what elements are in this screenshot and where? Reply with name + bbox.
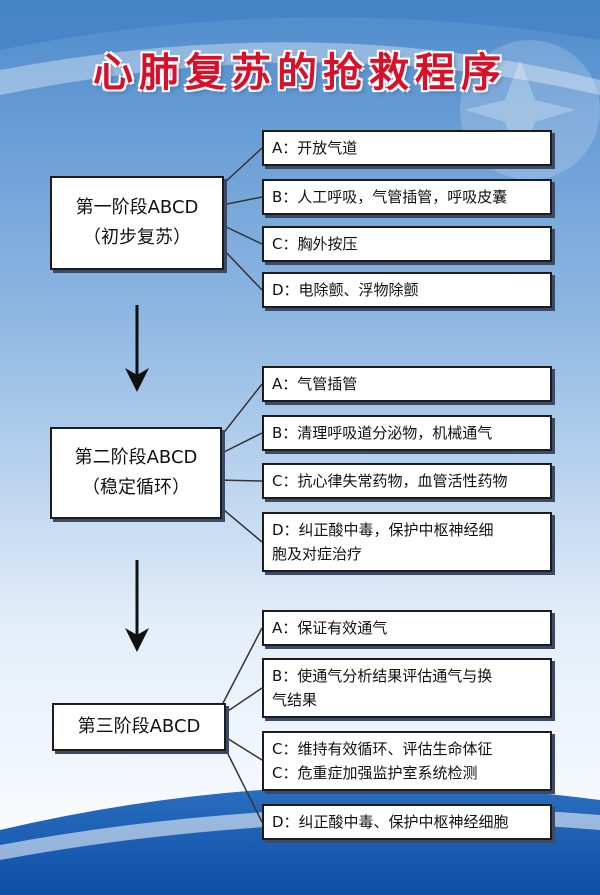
stage-3-name: 第三阶段ABCD (77, 716, 201, 737)
step-text: A：开放气道 (272, 139, 358, 157)
stage-2-subtitle: （稳定循环） (82, 477, 190, 498)
step-text: B：使通气分析结果评估通气与换 (272, 667, 493, 685)
step-text: D：电除颤、浮物除颤 (272, 281, 419, 299)
stage-2-name: 第二阶段ABCD (74, 447, 198, 468)
step-text: D：纠正酸中毒、保护中枢神经细胞 (272, 813, 509, 831)
stage-2-step-a: A：气管插管 (262, 366, 552, 402)
stage-3-step-b: B：使通气分析结果评估通气与换 气结果 (262, 658, 552, 718)
page-title: 心肺复苏的抢救程序 (93, 50, 507, 96)
stage-3-step-c: C：维持有效循环、评估生命体征 C：危重症加强监护室系统检测 (262, 731, 552, 791)
stage-1-subtitle: （初步复苏） (83, 227, 191, 248)
step-text: C：胸外按压 (272, 235, 358, 253)
stage-3-box: 第三阶段ABCD (52, 703, 226, 751)
stage-1-step-c: C：胸外按压 (262, 226, 552, 262)
stage-2-step-b: B：清理呼吸道分泌物，机械通气 (262, 415, 552, 451)
stage-1-step-a: A：开放气道 (262, 130, 552, 166)
step-text: 胞及对症治疗 (272, 545, 363, 563)
stage-3-step-a: A：保证有效通气 (262, 610, 552, 646)
stage-2-step-c: C：抗心律失常药物，血管活性药物 (262, 463, 552, 499)
step-text: C：危重症加强监护室系统检测 (272, 764, 478, 782)
step-text: 气结果 (272, 691, 318, 709)
step-text: B：清理呼吸道分泌物，机械通气 (272, 424, 493, 442)
step-text: C：抗心律失常药物，血管活性药物 (272, 472, 508, 490)
step-text: B：人工呼吸，气管插管，呼吸皮囊 (272, 188, 508, 206)
stage-3-step-d: D：纠正酸中毒、保护中枢神经细胞 (262, 804, 552, 840)
stage-2-box: 第二阶段ABCD （稳定循环） (50, 427, 222, 519)
stage-1-box: 第一阶段ABCD （初步复苏） (50, 176, 224, 270)
step-text: D：纠正酸中毒，保护中枢神经细 (272, 521, 494, 539)
stage-1-name: 第一阶段ABCD (75, 197, 199, 218)
step-text: A：保证有效通气 (272, 619, 388, 637)
stage-1-step-d: D：电除颤、浮物除颤 (262, 272, 552, 308)
stage-2-step-d: D：纠正酸中毒，保护中枢神经细 胞及对症治疗 (262, 512, 552, 572)
stage-1-step-b: B：人工呼吸，气管插管，呼吸皮囊 (262, 179, 552, 215)
step-text: C：维持有效循环、评估生命体征 (272, 740, 493, 758)
step-text: A：气管插管 (272, 375, 358, 393)
